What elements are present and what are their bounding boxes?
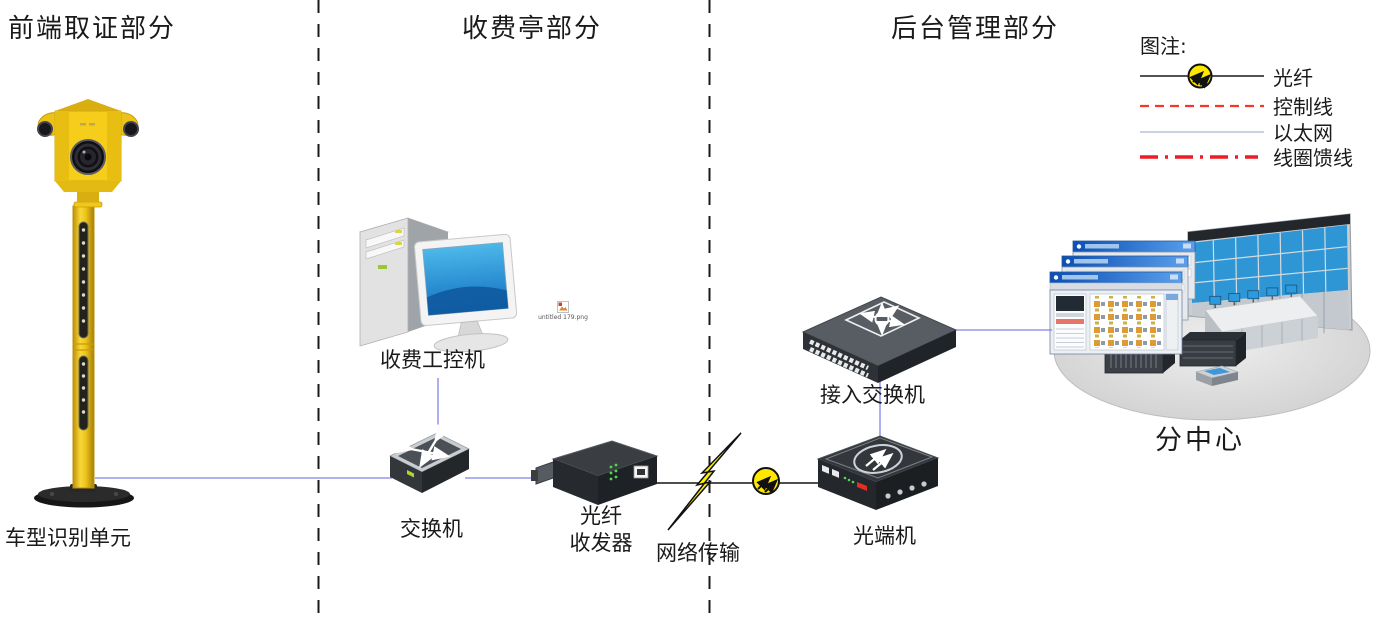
server-box [1179, 332, 1246, 367]
pc-monitor [413, 233, 518, 353]
camera-lens [70, 139, 106, 175]
coil-line-sample-icon [1140, 154, 1258, 159]
label-fiber-transceiver-line1: 光纤 [580, 504, 622, 528]
section-title-booth: 收费亭部分 [462, 14, 603, 44]
broken-image-icon [557, 301, 569, 313]
legend-title: 图注: [1140, 34, 1187, 58]
label-access-switch: 接入交换机 [820, 383, 925, 407]
pole-led-strip [78, 221, 89, 431]
optical-arrows-icon [853, 444, 903, 474]
label-fiber-transceiver-line2: 收发器 [569, 531, 633, 555]
lightning-bolt-icon [667, 432, 742, 531]
access-switch-device [801, 296, 958, 383]
section-title-backend: 后台管理部分 [891, 14, 1060, 44]
desk-monitors [1209, 284, 1298, 309]
sub-center-illustration [1049, 213, 1371, 421]
legend-row-coil: 线圈馈线 [1140, 144, 1373, 170]
legend-label-coil: 线圈馈线 [1273, 146, 1353, 170]
ethernet-line-sample-icon [1140, 130, 1264, 133]
label-optical-terminal: 光端机 [853, 524, 916, 548]
label-booth-switch: 交换机 [400, 517, 463, 541]
section-title-front: 前端取证部分 [8, 14, 177, 44]
legend: 图注: 光纤 控制线 以太网 线圈馈线 [1140, 34, 1373, 170]
legend-row-ethernet: 以太网 [1140, 119, 1373, 145]
broken-image-caption: untitled 179.png [538, 314, 588, 321]
console-podium [1194, 365, 1240, 386]
legend-label-ethernet: 以太网 [1273, 121, 1333, 145]
port-rows [809, 339, 869, 378]
optical-terminal-device [816, 435, 940, 510]
broken-image-artifact: untitled 179.png [533, 301, 593, 321]
crossing-arrows-icon [395, 423, 451, 469]
camera-head [37, 99, 139, 192]
control-line-sample-icon [1140, 104, 1264, 107]
label-fiber-transceiver: 光纤 收发器 [556, 503, 646, 557]
hub-arrows-icon [844, 301, 921, 337]
booth-switch-device [389, 423, 470, 493]
label-toll-pc: 收费工控机 [380, 348, 485, 372]
toll-pc-device [358, 217, 518, 353]
label-network-transmission: 网络传输 [656, 541, 740, 565]
fiber-line-sample-icon [1140, 63, 1264, 89]
label-camera-unit: 车型识别单元 [5, 526, 131, 550]
fiber-node-icon [752, 467, 780, 495]
label-sub-center: 分中心 [1155, 425, 1245, 456]
legend-label-fiber: 光纤 [1273, 65, 1313, 90]
fiber-transceiver-device [531, 440, 659, 505]
camera-pole-device [34, 99, 139, 508]
app-window-front [1049, 271, 1183, 355]
legend-row-control: 控制线 [1140, 92, 1373, 119]
legend-label-control: 控制线 [1273, 95, 1333, 119]
legend-row-fiber: 光纤 [1140, 60, 1373, 92]
rj45-port [633, 465, 649, 479]
